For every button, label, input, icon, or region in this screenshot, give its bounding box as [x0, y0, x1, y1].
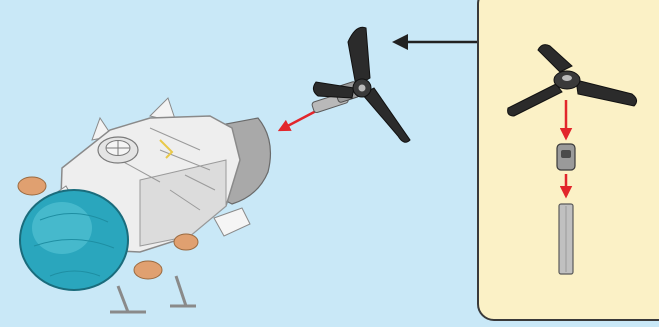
propeller-hub-hole — [359, 85, 366, 92]
thruster-left-bottom — [134, 261, 162, 279]
callout-hub-hole — [562, 75, 572, 81]
thruster-left-top — [18, 177, 46, 195]
thruster-right — [174, 234, 198, 250]
cockpit-dome-highlight — [32, 202, 92, 254]
connector-pin-slot — [561, 150, 571, 158]
